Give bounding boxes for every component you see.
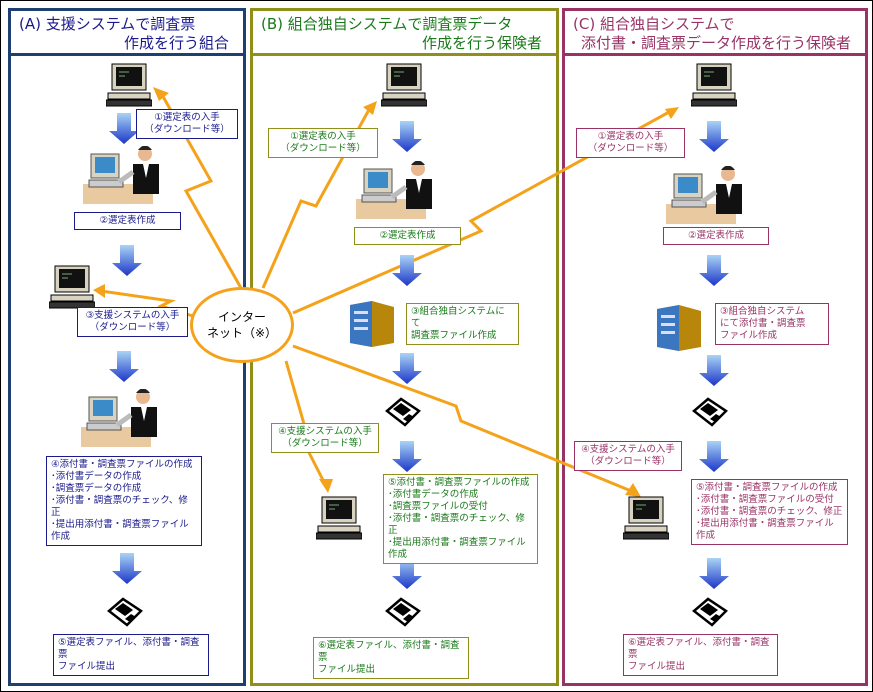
floppy-disk-icon — [107, 597, 143, 627]
link-c-selection — [292, 109, 672, 315]
step-a4: ④添付書・調査票ファイルの作成 ･添付書データの作成 ･調査票データの作成 ･添… — [46, 456, 202, 546]
down-arrow-icon — [391, 441, 423, 473]
link-c-support — [292, 344, 637, 495]
internet-label-line2: ネット（※） — [206, 326, 278, 340]
title-line2: 作成を行う保険者 — [421, 34, 542, 52]
title-line1: (A) 支援システムで調査票 — [19, 15, 196, 33]
step-b2: ②選定表作成 — [354, 227, 461, 245]
down-arrow-icon — [698, 355, 730, 387]
step-c5: ⑤添付書・調査票ファイルの作成 ･添付書・調査票ファイルの受付 ･添付書・調査票… — [691, 479, 848, 545]
server-icon — [346, 299, 396, 347]
step-a1: ①選定表の入手 （ダウンロード等） — [136, 109, 238, 139]
server-icon — [653, 303, 703, 351]
panel-a-title: (A) 支援システムで調査票作成を行う組合 — [11, 11, 243, 56]
person-at-computer-icon — [83, 146, 169, 208]
step-c6: ⑥選定表ファイル、添付書・調査票 ファイル提出 — [623, 634, 778, 676]
person-at-computer-icon — [666, 166, 752, 228]
panel-c-title: (C) 組合独自システムで添付書・調査票データ作成を行う保険者 — [565, 11, 865, 56]
internet-cloud: インター ネット（※） — [190, 287, 294, 363]
down-arrow-icon — [698, 441, 730, 473]
title-line1: (C) 組合独自システムで — [573, 15, 735, 33]
down-arrow-icon — [108, 349, 140, 385]
step-a5: ⑤選定表ファイル、添付書・調査票 ファイル提出 — [53, 634, 209, 676]
person-at-computer-icon — [356, 161, 442, 223]
step-b4: ④支援システムの入手 （ダウンロード等） — [271, 423, 379, 453]
title-line2: 作成を行う組合 — [123, 34, 229, 52]
step-a3: ③支援システムの入手 （ダウンロード等） — [77, 307, 188, 337]
down-arrow-icon — [111, 245, 143, 277]
down-arrow-icon — [391, 353, 423, 385]
computer-icon — [316, 496, 362, 540]
step-b1: ①選定表の入手 （ダウンロード等） — [268, 128, 378, 158]
step-a2: ②選定表作成 — [74, 212, 181, 230]
down-arrow-icon — [698, 255, 730, 287]
step-c1: ①選定表の入手 （ダウンロード等） — [576, 128, 685, 158]
down-arrow-icon — [391, 121, 423, 153]
panel-b-title: (B) 組合独自システムで調査票データ作成を行う保険者 — [253, 11, 556, 56]
computer-icon — [623, 496, 669, 540]
floppy-disk-icon — [385, 597, 421, 627]
title-line1: (B) 組合独自システムで調査票データ — [261, 15, 513, 33]
panel-c: (C) 組合独自システムで添付書・調査票データ作成を行う保険者 — [562, 8, 868, 686]
down-arrow-icon — [698, 121, 730, 153]
down-arrow-icon — [698, 558, 730, 590]
step-c4: ④支援システムの入手 （ダウンロード等） — [574, 441, 682, 471]
floppy-disk-icon — [385, 397, 421, 427]
computer-icon — [106, 63, 152, 107]
computer-icon — [381, 63, 427, 107]
step-b5: ⑤添付書・調査票ファイルの作成 ･添付書データの作成 ･調査票ファイルの受付 ･… — [383, 474, 538, 564]
step-c3: ③組合独自システム にて添付書・調査票 ファイル作成 — [715, 303, 829, 345]
step-c2: ②選定表作成 — [663, 227, 769, 245]
down-arrow-icon — [391, 255, 423, 287]
floppy-disk-icon — [692, 597, 728, 627]
floppy-disk-icon — [692, 397, 728, 427]
down-arrow-icon — [111, 551, 143, 587]
step-b6: ⑥選定表ファイル、添付書・調査票 ファイル提出 — [313, 637, 469, 679]
internet-label-line1: インター — [217, 310, 266, 324]
computer-icon — [49, 265, 95, 309]
step-b3: ③組合独自システムにて 調査票ファイル作成 — [406, 303, 519, 345]
person-at-computer-icon — [81, 389, 167, 451]
computer-icon — [691, 63, 737, 107]
title-line2: 添付書・調査票データ作成を行う保険者 — [581, 34, 852, 52]
